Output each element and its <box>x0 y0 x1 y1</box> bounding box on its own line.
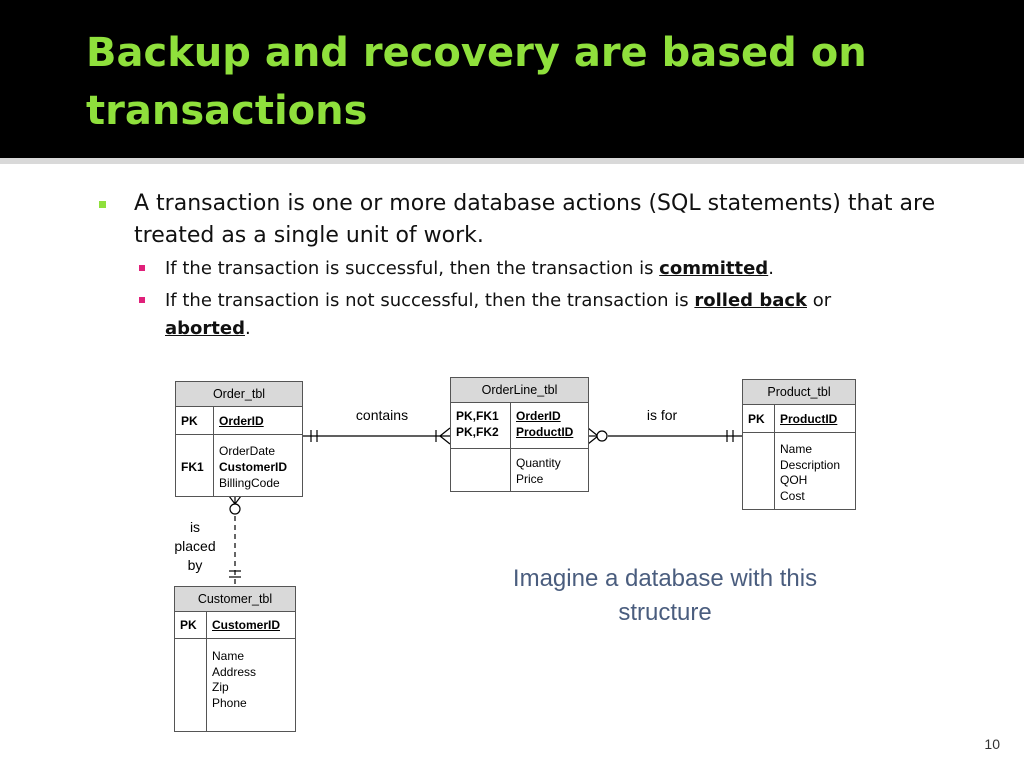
product-field-qoh: QOH <box>780 473 808 487</box>
orderline-pk-field-productid: ProductID <box>516 425 574 439</box>
order-pk-field: OrderID <box>219 414 264 428</box>
order-field-billingcode: BillingCode <box>219 476 280 490</box>
orderline-crowfoot-4 <box>587 435 599 445</box>
product-field-cost: Cost <box>780 489 805 503</box>
sub-bullet-1: If the transaction is successful, then t… <box>165 255 945 283</box>
relationship-is-placed-by-line3: by <box>187 557 203 573</box>
customer-pk-field: CustomerID <box>212 618 281 632</box>
relationship-is-placed-by-line1: is <box>189 519 201 535</box>
customer-field-zip: Zip <box>212 680 229 694</box>
bullet-text: A transaction is one or more database ac… <box>134 191 936 248</box>
entity-divider <box>175 638 295 639</box>
product-field-name: Name <box>780 442 813 456</box>
entity-customer-header: Customer_tbl <box>175 587 295 612</box>
orderline-crowfoot-3 <box>587 427 599 437</box>
orderline-pk-tag-2: PK,FK2 <box>456 425 499 439</box>
entity-divider <box>451 448 588 449</box>
bullet-marker <box>99 201 106 208</box>
orderline-zero-mark <box>596 430 608 442</box>
entity-column-divider <box>510 403 511 491</box>
order-crowfoot-2 <box>234 495 242 505</box>
entity-divider <box>176 434 302 435</box>
sub-bullet-marker <box>139 265 145 271</box>
relationship-is-placed-by: is placed by <box>165 518 225 575</box>
orderline-pk-field-orderid: OrderID <box>516 409 561 423</box>
order-field-orderdate: OrderDate <box>219 444 276 458</box>
entity-column-divider <box>213 407 214 496</box>
entity-orderline-header: OrderLine_tbl <box>451 378 588 403</box>
entity-order-tbl: Order_tbl PK OrderID FK1 OrderDate Custo… <box>175 381 303 497</box>
entity-customer-tbl: Customer_tbl PK CustomerID Name Address … <box>174 586 296 732</box>
relationship-is-for: is for <box>646 407 678 423</box>
customer-pk-tag: PK <box>180 618 197 632</box>
relationship-contains: contains <box>355 407 409 423</box>
page-number: 10 <box>984 736 1000 752</box>
sub-bullet-1-end: . <box>768 258 774 279</box>
entity-column-divider <box>206 612 207 731</box>
relationship-is-placed-by-line2: placed <box>174 538 216 554</box>
product-field-description: Description <box>780 458 841 472</box>
imagine-note: Imagine a database with this structure <box>512 565 818 626</box>
entity-product-header: Product_tbl <box>743 380 855 405</box>
keyword-committed: committed <box>659 258 769 279</box>
sub-bullet-2-mid: or <box>807 290 832 311</box>
title-bar <box>0 0 1024 158</box>
entity-product-tbl: Product_tbl PK ProductID Name Descriptio… <box>742 379 856 510</box>
customer-field-name: Name <box>212 649 245 663</box>
order-pk-tag: PK <box>181 414 198 428</box>
sub-bullet-2: If the transaction is not successful, th… <box>165 287 895 343</box>
product-pk-field: ProductID <box>780 412 838 426</box>
entity-order-header: Order_tbl <box>176 382 302 407</box>
order-zero-mark <box>229 503 241 515</box>
customer-field-phone: Phone <box>212 696 247 710</box>
customer-field-address: Address <box>212 665 257 679</box>
title-divider <box>0 158 1024 164</box>
sub-bullet-marker <box>139 297 145 303</box>
orderline-pk-tag-1: PK,FK1 <box>456 409 499 423</box>
sub-bullet-2-text: If the transaction is not successful, th… <box>165 290 695 311</box>
sub-bullet-2-end: . <box>244 318 251 339</box>
order-fk-tag: FK1 <box>181 460 204 474</box>
product-pk-tag: PK <box>748 412 765 426</box>
order-field-customerid: CustomerID <box>219 460 288 474</box>
orderline-crowfoot-1 <box>439 427 451 437</box>
sub-bullet-1-text: If the transaction is successful, then t… <box>165 258 660 279</box>
keyword-aborted: aborted <box>165 318 245 339</box>
entity-column-divider <box>774 405 775 509</box>
keyword-rolled-back: rolled back <box>694 290 807 311</box>
order-crowfoot-1 <box>228 495 236 505</box>
entity-divider <box>743 432 855 433</box>
orderline-crowfoot-2 <box>439 435 451 445</box>
slide-title: Backup and recovery are based on transac… <box>86 30 867 134</box>
orderline-field-quantity: Quantity <box>516 456 561 470</box>
orderline-field-price: Price <box>516 472 544 486</box>
entity-orderline-tbl: OrderLine_tbl PK,FK1 PK,FK2 OrderID Prod… <box>450 377 589 492</box>
